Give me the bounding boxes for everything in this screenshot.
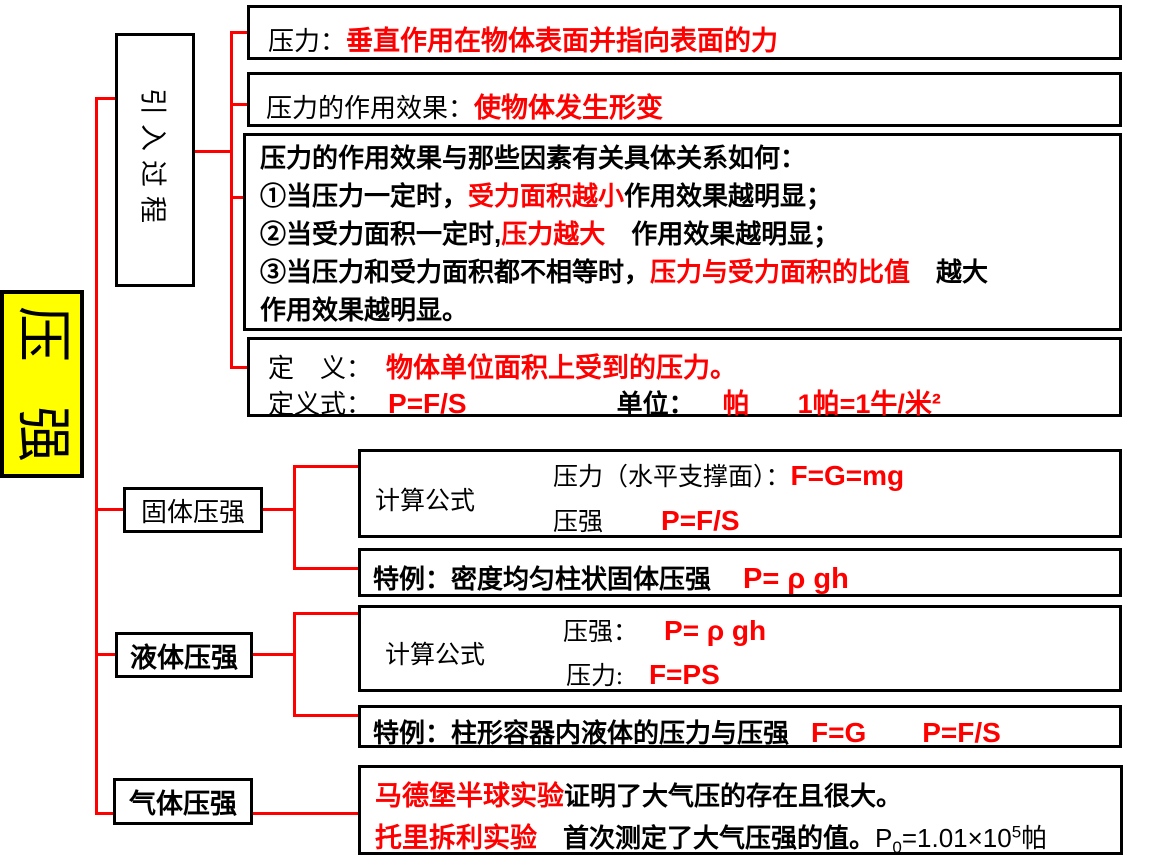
- solid-fork-line: [293, 465, 296, 570]
- intro-branch-label: 引入过程: [137, 88, 168, 232]
- branch-box3-line: [230, 196, 244, 199]
- gas-experiment-2-text: 首次测定了大气压强的值。: [537, 823, 876, 853]
- factors-line-3b: 压力越大: [501, 219, 606, 249]
- solid-special-box: 特例：密度均匀柱状固体压强 P= ρ gh: [358, 548, 1122, 597]
- root-topic-box: 压 强: [0, 290, 84, 478]
- solid-connector-line: [263, 508, 295, 511]
- solid-calc-line: [293, 465, 359, 468]
- liquid-branch-box: 液体压强: [115, 632, 253, 678]
- unit-label: 单位：: [616, 389, 695, 419]
- factors-line-1: 压力的作用效果与那些因素有关具体关系如何：: [260, 139, 1119, 177]
- factors-line-5: 作用效果越明显。: [260, 291, 1119, 329]
- gas-experiment-1-text: 证明了大气压的存在且很大。: [564, 781, 903, 811]
- solid-calc-label: 计算公式: [375, 488, 476, 515]
- factors-line-2b: 受力面积越小: [468, 181, 625, 211]
- pressure-force-box: 压力： 垂直作用在物体表面并指向表面的力: [247, 5, 1122, 60]
- root-topic-char-1: 压: [11, 306, 73, 362]
- factors-line-4: ③当压力和受力面积都不相等时，压力与受力面积的比值 越大: [260, 253, 1119, 291]
- liquid-special-line: [293, 714, 359, 717]
- solid-branch-box: 固体压强: [123, 487, 263, 533]
- liquid-calc-item2-label: 压力:: [566, 663, 623, 690]
- gas-connector-line: [253, 812, 359, 815]
- definition-formula-value: P=F/S: [388, 388, 467, 419]
- branch-intro-line: [95, 97, 117, 100]
- pressure-effect-label: 压力的作用效果：: [266, 94, 475, 123]
- gas-branch-box: 气体压强: [113, 778, 253, 825]
- gas-formula-sup: 5: [1011, 822, 1022, 842]
- branch-box1-line: [230, 31, 248, 34]
- liquid-special-value-2: P=F/S: [922, 717, 1001, 748]
- definition-formula-label: 定义式：: [268, 390, 373, 419]
- right-trunk-line: [230, 31, 233, 369]
- branch-box2-line: [230, 103, 248, 106]
- left-trunk-line: [95, 97, 98, 815]
- definition-label: 定 义：: [268, 354, 373, 383]
- unit-equation: 1帕=1牛/米²: [797, 389, 941, 419]
- gas-formula-mid: =1.01×10: [901, 823, 1012, 853]
- gas-experiment-2-name: 托里拆利实验: [375, 823, 537, 853]
- pressure-factors-box: 压力的作用效果与那些因素有关具体关系如何： ①当压力一定时，受力面积越小作用效果…: [243, 133, 1122, 331]
- unit-value: 帕: [722, 389, 750, 419]
- gas-pressure-formula: P0=1.01×105帕: [875, 818, 1047, 858]
- liquid-calc-box: 计算公式 压强： P= ρ gh 压力: F=PS: [358, 605, 1122, 692]
- factors-line-3a: ②当受力面积一定时,: [260, 219, 502, 249]
- liquid-connector-line: [253, 653, 295, 656]
- gas-experiment-1-name: 马德堡半球实验: [375, 781, 564, 811]
- liquid-calc-line: [293, 612, 359, 615]
- factors-line-4b: 压力与受力面积的比值: [650, 257, 911, 287]
- solid-special-value: P= ρ gh: [743, 563, 849, 595]
- factors-line-2: ①当压力一定时，受力面积越小作用效果越明显；: [260, 177, 1119, 215]
- factors-line-4c: 越大: [910, 257, 989, 287]
- branch-solid-line: [95, 508, 125, 511]
- factors-line-3c: 作用效果越明显；: [605, 219, 840, 249]
- pressure-effect-box: 压力的作用效果： 使物体发生形变: [247, 72, 1122, 127]
- factors-line-3: ②当受力面积一定时,压力越大 作用效果越明显；: [260, 215, 1119, 253]
- liquid-calc-item1-label: 压强：: [563, 619, 639, 646]
- gas-formula-p: P: [875, 823, 893, 853]
- factors-line-2a: ①当压力一定时，: [260, 181, 469, 211]
- gas-formula-sub: 0: [892, 838, 902, 858]
- liquid-branch-label: 液体压强: [130, 642, 238, 673]
- solid-calc-box: 计算公式 压力（水平支撑面）： F=G=mg 压强 P=F/S: [358, 449, 1122, 538]
- intro-branch-box: 引入过程: [115, 33, 195, 287]
- pressure-force-label: 压力：: [268, 27, 347, 56]
- solid-branch-label: 固体压强: [140, 497, 245, 527]
- gas-formula-unit: 帕: [1021, 823, 1048, 853]
- liquid-fork-line: [293, 612, 296, 717]
- liquid-calc-label: 计算公式: [385, 642, 486, 669]
- root-topic-char-2: 强: [11, 406, 73, 462]
- factors-line-1-text: 压力的作用效果与那些因素有关具体关系如何：: [260, 143, 807, 173]
- solid-calc-item2-value: P=F/S: [661, 505, 740, 536]
- liquid-calc-item2-value: F=PS: [648, 659, 720, 690]
- branch-gas-line: [95, 812, 115, 815]
- liquid-special-value-1: F=G: [811, 717, 867, 748]
- factors-line-2c: 作用效果越明显；: [624, 181, 833, 211]
- liquid-special-box: 特例：柱形容器内液体的压力与压强 F=G P=F/S: [358, 705, 1122, 748]
- factors-line-5-text: 作用效果越明显。: [260, 295, 469, 325]
- factors-line-4a: ③当压力和受力面积都不相等时，: [260, 257, 651, 287]
- pressure-force-value: 垂直作用在物体表面并指向表面的力: [346, 26, 779, 56]
- gas-content-box: 马德堡半球实验 证明了大气压的存在且很大。 托里拆利实验 首次测定了大气压强的值…: [358, 765, 1123, 858]
- liquid-special-label: 特例：柱形容器内液体的压力与压强: [373, 718, 790, 748]
- definition-value: 物体单位面积上受到的压力。: [386, 353, 738, 383]
- pressure-effect-value: 使物体发生形变: [474, 93, 664, 123]
- liquid-calc-item1-value: P= ρ gh: [664, 615, 767, 646]
- branch-liquid-line: [95, 653, 117, 656]
- gas-branch-label: 气体压强: [129, 789, 237, 819]
- intro-to-trunk-line: [195, 150, 233, 153]
- pressure-definition-box: 定 义： 物体单位面积上受到的压力。 定义式： P=F/S 单位： 帕 1帕=1…: [247, 337, 1122, 419]
- solid-special-line: [293, 567, 359, 570]
- solid-calc-item1-label: 压力（水平支撑面）：: [553, 464, 791, 491]
- solid-calc-item1-value: F=G=mg: [790, 460, 905, 491]
- solid-calc-item2-label: 压强: [553, 509, 604, 536]
- branch-box4-line: [230, 366, 248, 369]
- solid-special-label: 特例：密度均匀柱状固体压强: [373, 564, 712, 594]
